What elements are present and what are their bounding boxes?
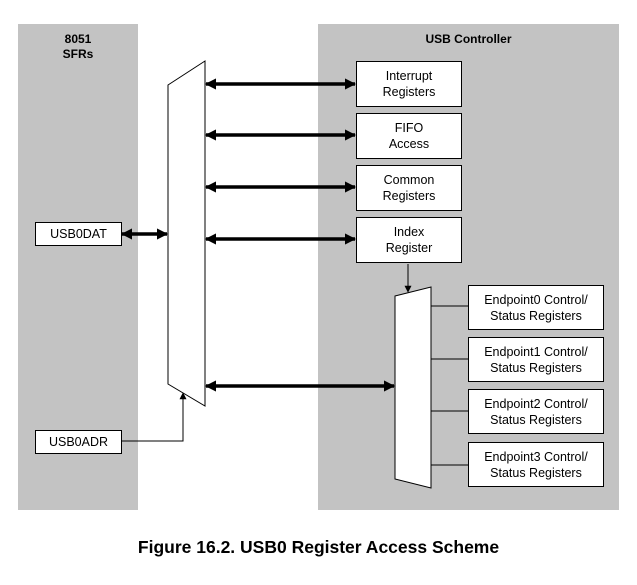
block-label-line2: Status Registers [490,308,582,323]
block-label-line2: Status Registers [490,412,582,427]
block-label-line1: Endpoint2 Control/ [484,396,588,411]
block-label-line2: Access [388,137,430,151]
fifo-access-block: FIFO Access [356,113,462,159]
sfr-panel: 8051 SFRs [18,24,138,510]
block-label-line2: Registers [382,189,436,203]
sfr-panel-title: 8051 SFRs [18,32,138,62]
usb0adr-select-arrow [122,392,187,442]
block-label-line1: Index [393,225,425,239]
block-label-line1: Endpoint3 Control/ [484,449,588,464]
usb0adr-label: USB0ADR [48,435,109,449]
main-multiplexer [167,60,206,407]
block-label-line1: Endpoint1 Control/ [484,344,588,359]
common-registers-block: Common Registers [356,165,462,211]
sfr-title-line2: SFRs [62,47,94,61]
endpoint1-registers-block: Endpoint1 Control/ Status Registers [468,337,604,382]
block-label-line1: FIFO [394,121,424,135]
endpoint2-registers-block: Endpoint2 Control/ Status Registers [468,389,604,434]
figure-caption: Figure 16.2. USB0 Register Access Scheme [137,537,500,557]
endpoint0-registers-block: Endpoint0 Control/ Status Registers [468,285,604,330]
usb0dat-register: USB0DAT [35,222,122,246]
block-label-line1: Endpoint0 Control/ [484,292,588,307]
block-label-line1: Interrupt [385,69,433,83]
endpoint3-registers-block: Endpoint3 Control/ Status Registers [468,442,604,487]
block-label-line2: Status Registers [490,465,582,480]
usb-controller-title: USB Controller [425,32,512,46]
block-label-line2: Status Registers [490,360,582,375]
endpoint-multiplexer [394,286,432,489]
sfr-title-line1: 8051 [64,32,92,46]
block-label-line2: Register [385,241,433,255]
block-label-line2: Registers [382,85,436,99]
interrupt-registers-block: Interrupt Registers [356,61,462,107]
block-label-line1: Common [383,173,435,187]
usb0dat-label: USB0DAT [50,227,107,241]
usb0adr-register: USB0ADR [35,430,122,454]
index-register-block: Index Register [356,217,462,263]
